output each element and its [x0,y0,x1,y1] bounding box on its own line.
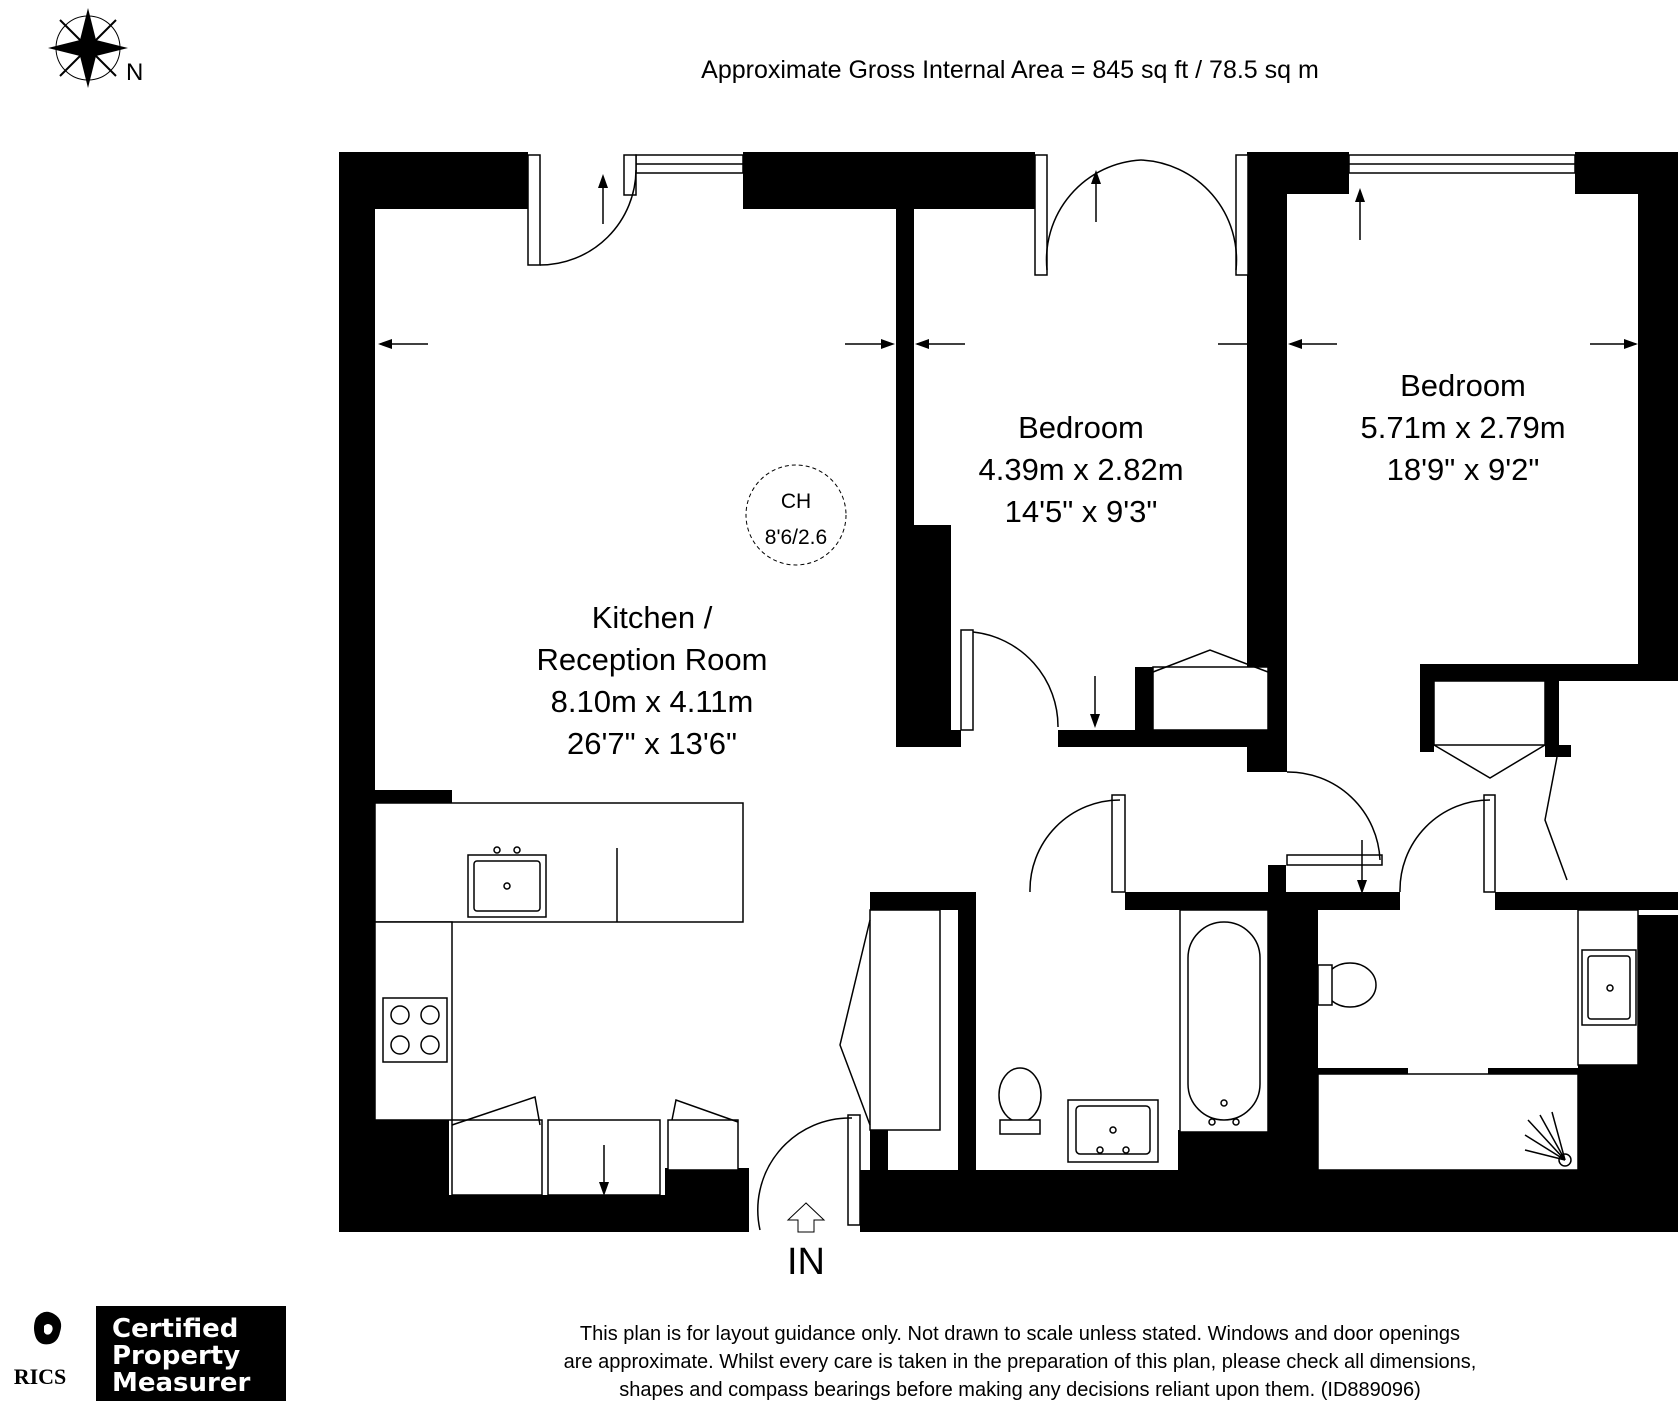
badge-line3: Measurer [112,1368,250,1398]
ceiling-height-label: CH [781,490,811,513]
bedroom2-imperial: 18'9" x 9'2" [1387,452,1540,487]
shower-icon [1317,1073,1579,1171]
bedroom1-imperial: 14'5" x 9'3" [1005,494,1158,529]
badge-line2: Property [112,1341,240,1371]
door-bedroom2 [1286,771,1383,894]
door-bedroom1-french [1034,154,1249,276]
window-kitchen [635,154,744,174]
cupboard-hallway [839,909,941,1131]
kitchen-label-line2: Reception Room [537,642,768,677]
door-bedroom1 [960,629,1100,731]
ensuite-toilet-icon [1317,962,1377,1008]
ensuite-basin-icon [1577,909,1639,1066]
gross-area-label: Approximate Gross Internal Area = 845 sq… [701,56,1319,84]
bedroom2-label: Bedroom [1400,368,1526,403]
entrance-arrow-icon [786,1202,826,1233]
ceiling-height-value: 8'6/2.6 [765,526,827,549]
disclaimer-line3: shapes and compass bearings before makin… [619,1379,1421,1401]
door-entrance [757,1114,861,1231]
rics-label: RICS [14,1364,67,1389]
compass-north-label: N [126,59,143,86]
kitchen-label-line1: Kitchen / [592,600,713,635]
wardrobe-bedroom2 [1433,680,1568,881]
badge-line1: Certified [112,1314,238,1344]
kitchen-imperial: 26'7" x 13'6" [567,726,737,761]
bedroom1-metric: 4.39m x 2.82m [978,452,1183,487]
door-bathroom [1029,794,1126,893]
bedroom1-label: Bedroom [1018,410,1144,445]
hob-icon [382,997,448,1063]
kitchen-counter [374,802,744,1121]
toilet-icon [998,1067,1042,1135]
walls [339,152,1678,1232]
ceiling-height-marker [745,464,847,566]
basin-icon [1067,1099,1159,1163]
compass-icon [48,8,128,88]
door-kitchen-balcony [527,154,637,266]
wardrobe-bedroom1 [1152,649,1269,731]
entrance-label: IN [787,1241,825,1283]
bedroom2-metric: 5.71m x 2.79m [1360,410,1565,445]
window-bedroom2 [1348,154,1576,174]
rics-logo: RICS [14,1311,67,1389]
kitchen-units-bottom [451,1096,739,1196]
dimension-arrows [378,339,1638,349]
bathtub-icon [1179,909,1269,1133]
door-ensuite [1399,794,1496,893]
disclaimer-line2: are approximate. Whilst every care is ta… [564,1351,1477,1373]
disclaimer-line1: This plan is for layout guidance only. N… [580,1323,1460,1345]
kitchen-metric: 8.10m x 4.11m [551,684,754,719]
kitchen-sink-icon [467,846,547,918]
certified-property-measurer-badge: Certified Property Measurer [96,1306,286,1401]
